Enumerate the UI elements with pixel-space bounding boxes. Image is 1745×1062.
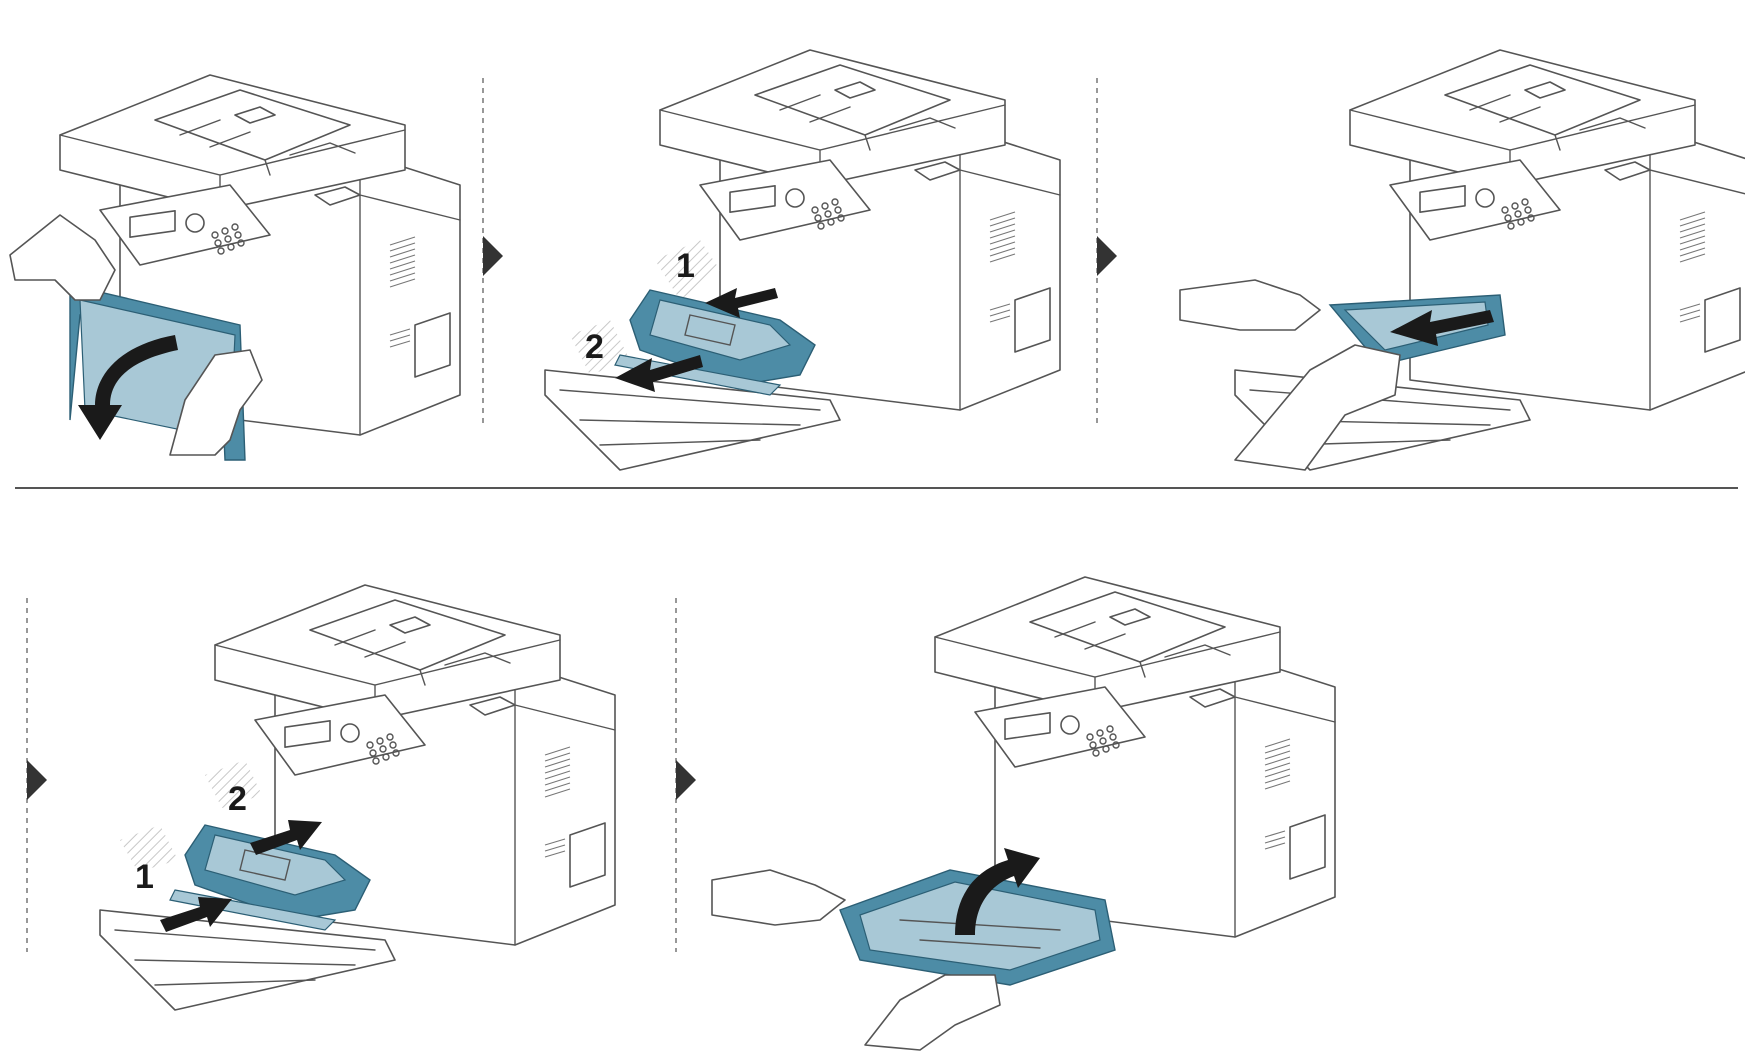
step-4-reinsert-toner: 2 1 [99, 584, 616, 1011]
imaging-unit [614, 354, 782, 396]
right-hand [864, 974, 1001, 1051]
close-direction-arrow-icon [955, 848, 1040, 935]
step-3-remove-jammed-paper [1179, 49, 1745, 471]
insert-arrow-1-icon [160, 897, 232, 932]
next-step-triangle-icon [1097, 236, 1117, 276]
right-hand [169, 349, 263, 456]
step-1-open-front-cover [9, 74, 461, 461]
step-number-label: 2 [228, 780, 247, 818]
step-number-label: 2 [585, 328, 604, 366]
insert-arrow-2-icon [250, 820, 322, 855]
open-direction-arrow-icon [78, 335, 178, 440]
left-hand [1179, 279, 1321, 331]
next-step-triangle-icon [676, 760, 696, 800]
next-step-triangle-icon [483, 236, 503, 276]
step-5-close-front-cover [711, 576, 1336, 1051]
pull-direction-arrow-icon [1390, 310, 1494, 346]
step-2-remove-toner: 1 2 [544, 49, 1061, 471]
pull-arrow-2-icon [615, 355, 703, 392]
step-number-label: 1 [676, 247, 695, 285]
left-hand [711, 869, 846, 926]
step-number-label: 1 [135, 858, 154, 896]
right-hand [1234, 344, 1401, 471]
pull-arrow-1-icon [705, 288, 778, 318]
next-step-triangle-icon [27, 760, 47, 800]
left-hand [9, 214, 116, 301]
